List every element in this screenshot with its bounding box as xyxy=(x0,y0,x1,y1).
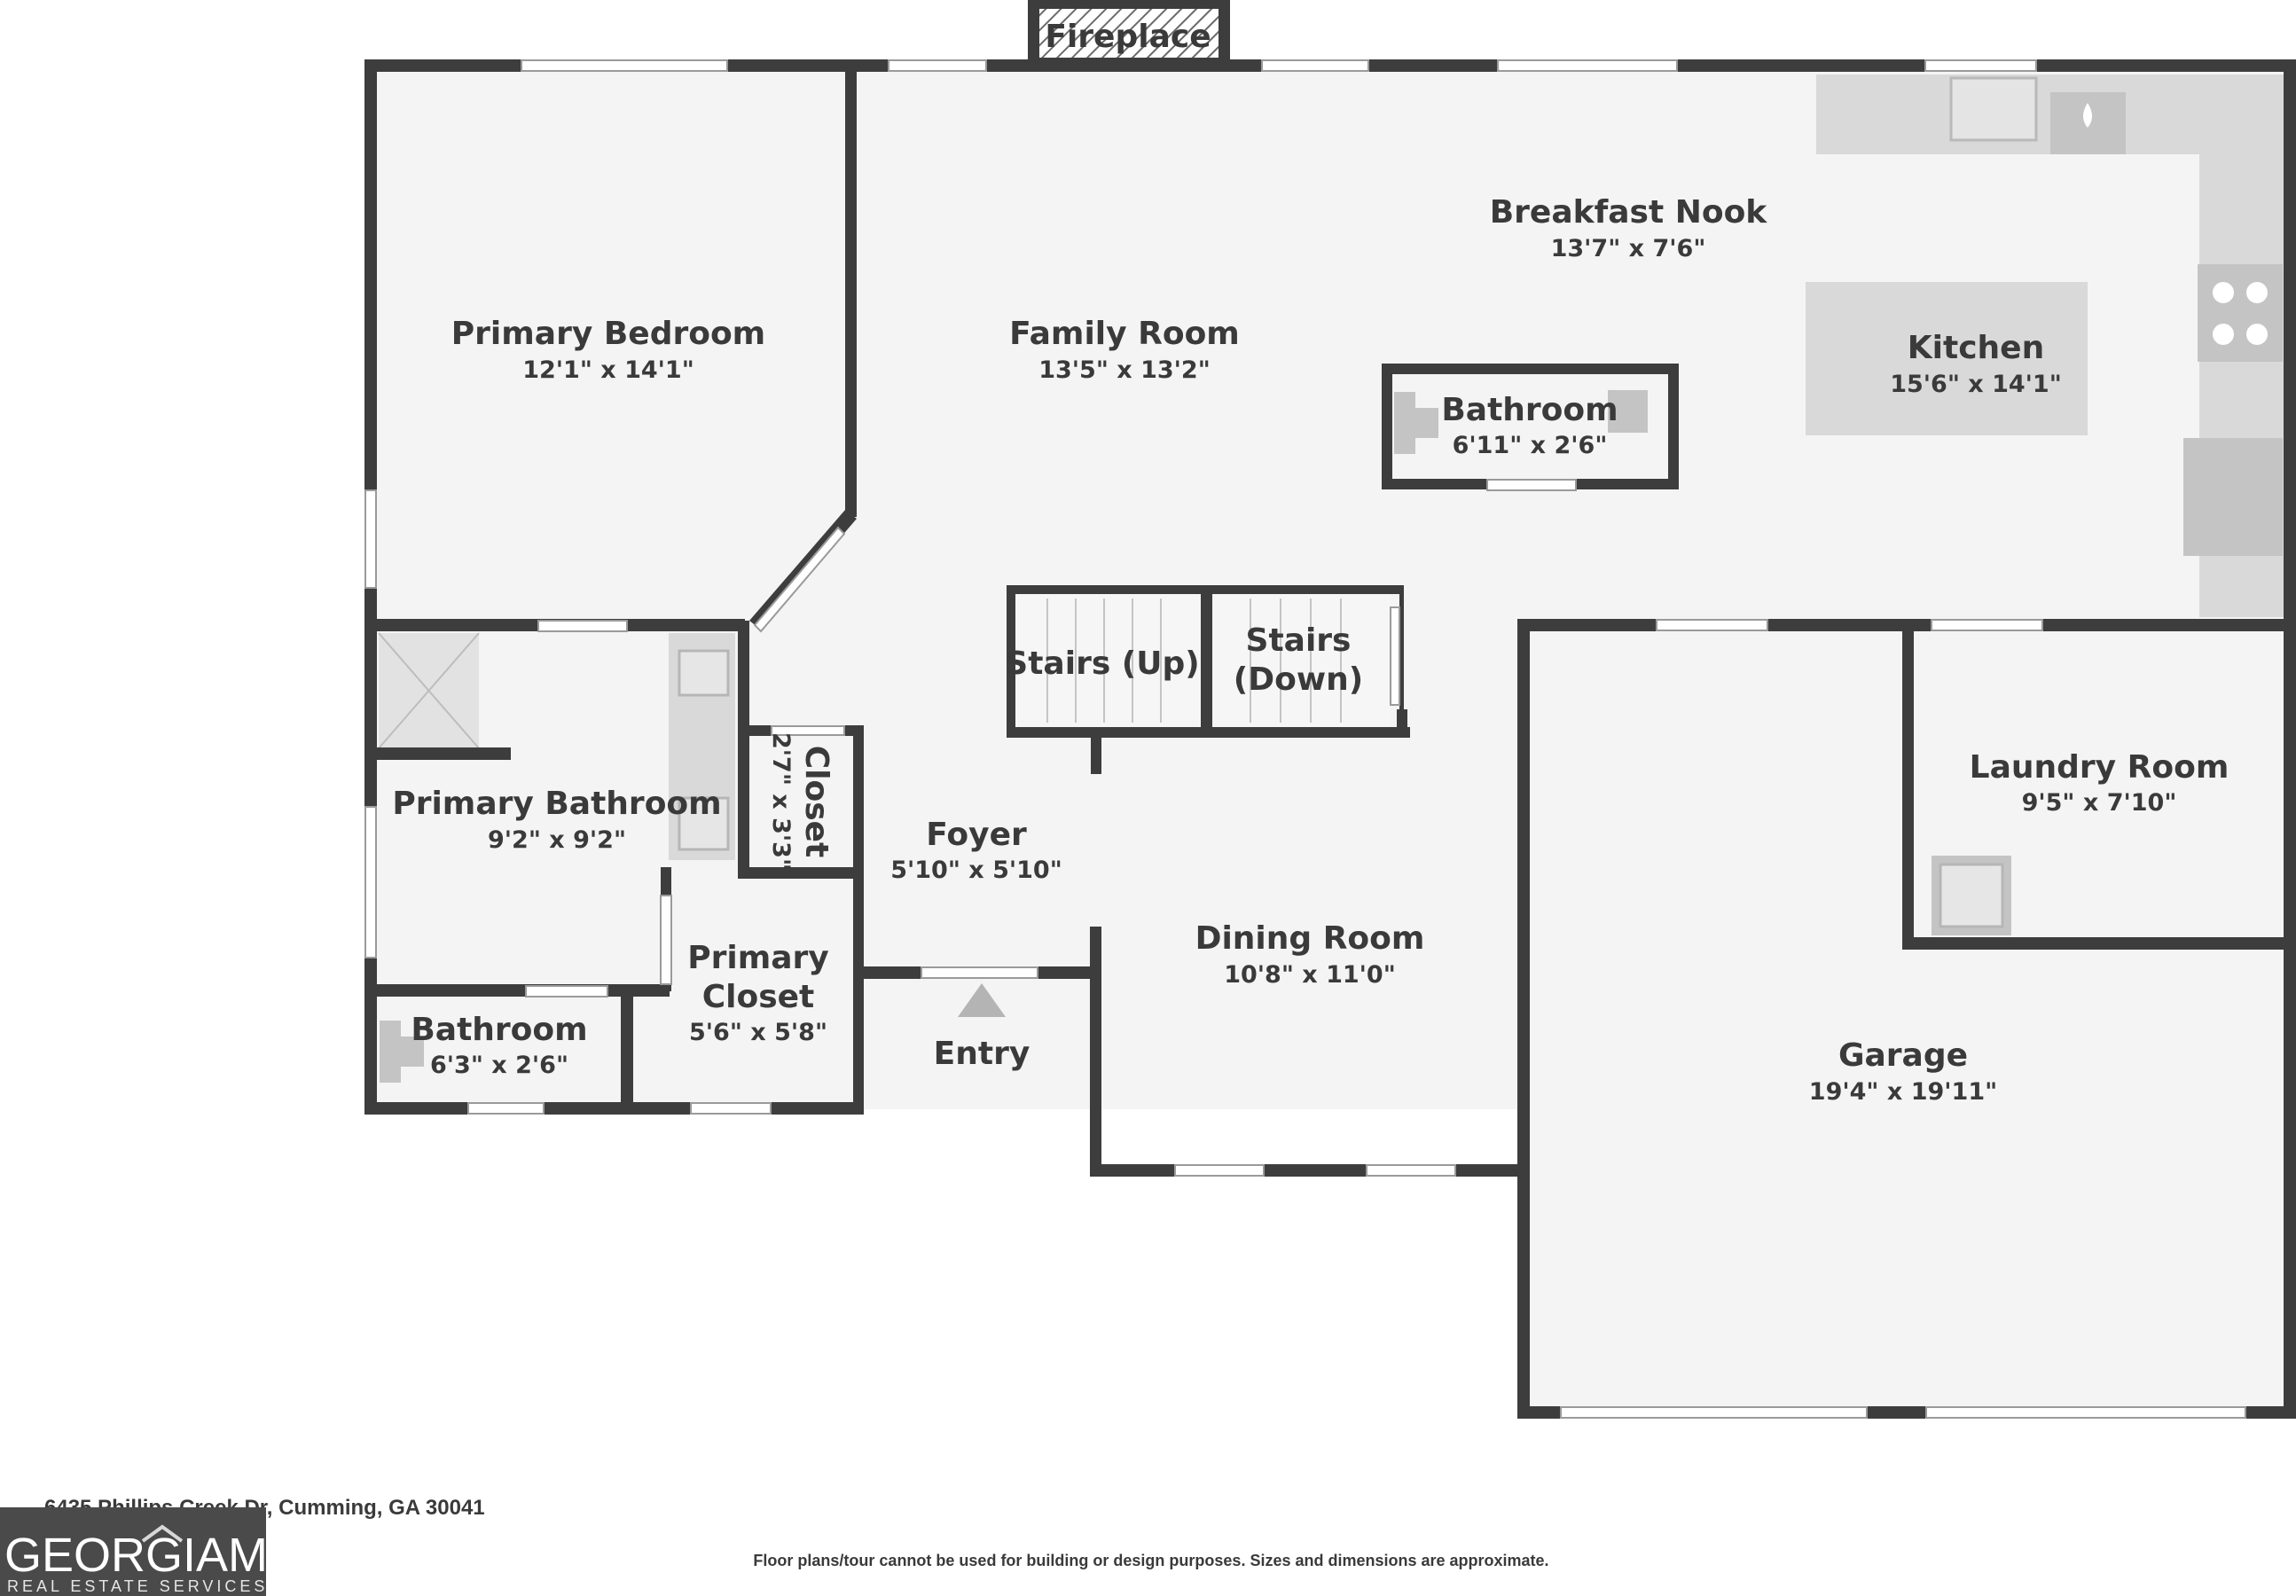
stairs-down-label-line2: (Down) xyxy=(1234,661,1363,698)
kitchen-island xyxy=(1806,282,2088,435)
toilet-icon xyxy=(1394,392,1438,454)
roof-icon xyxy=(141,1524,184,1543)
water-drop-icon xyxy=(2083,103,2092,128)
bathroom-dim: 6'3" x 2'6" xyxy=(430,1052,568,1079)
foyer-label: Foyer xyxy=(926,817,1027,853)
vanity-sink-icon xyxy=(678,796,730,851)
room-labels: Fireplace Primary Bedroom 12'1" x 14'1" … xyxy=(392,19,2229,1106)
fridge-icon xyxy=(2183,438,2283,556)
breakfast-nook-dim: 13'7" x 7'6" xyxy=(1551,235,1706,262)
half-bath-dim: 6'11" x 2'6" xyxy=(1453,432,1608,459)
primary-bedroom-label: Primary Bedroom xyxy=(451,316,765,352)
kitchen-fixtures xyxy=(1806,74,2284,617)
primary-closet-dim: 5'6" x 5'8" xyxy=(689,1019,827,1046)
closet-dim: 2'7" x 3'3" xyxy=(767,732,795,871)
sink-icon xyxy=(1608,390,1648,433)
laundry-room-dim: 9'5" x 7'10" xyxy=(2022,789,2177,817)
georgia-mls-logo: GEORGIAMLS REAL ESTATE SERVICES xyxy=(0,1507,326,1596)
dining-room-dim: 10'8" x 11'0" xyxy=(1224,961,1396,989)
bathroom-label: Bathroom xyxy=(411,1012,587,1048)
kitchen-label: Kitchen xyxy=(1908,330,2044,366)
half-bath-label: Bathroom xyxy=(1441,392,1618,428)
primary-bedroom-dim: 12'1" x 14'1" xyxy=(522,356,694,384)
kitchen-dim: 15'6" x 14'1" xyxy=(1890,371,2062,398)
family-room-dim: 13'5" x 13'2" xyxy=(1038,356,1211,384)
stairs xyxy=(1010,594,1391,727)
garage-label: Garage xyxy=(1838,1037,1968,1074)
dining-room-label: Dining Room xyxy=(1195,920,1425,957)
primary-bathroom-dim: 9'2" x 9'2" xyxy=(488,826,626,854)
primary-closet-label-line1: Primary xyxy=(687,940,829,976)
logo-background xyxy=(0,1507,266,1596)
toilet-icon xyxy=(380,1021,424,1083)
logo-text: GEORGIAMLS xyxy=(4,1529,326,1582)
primary-bathroom-label: Primary Bathroom xyxy=(392,786,721,822)
disclaimer: Floor plans/tour cannot be used for buil… xyxy=(753,1552,1548,1569)
stairs-down-label-line1: Stairs xyxy=(1246,622,1352,659)
floor-areas xyxy=(371,69,2285,1412)
windows xyxy=(364,59,2246,1419)
primary-closet-label-line2: Closet xyxy=(702,979,815,1015)
fireplace-label: Fireplace xyxy=(1045,19,1211,55)
entry-label: Entry xyxy=(934,1036,1030,1072)
stove-icon xyxy=(2198,264,2283,362)
laundry-room-label: Laundry Room xyxy=(1970,749,2229,786)
closet-label: Closet xyxy=(798,746,835,858)
garage-dim: 19'4" x 19'11" xyxy=(1809,1078,1997,1106)
half-bath-fixtures xyxy=(1394,390,1648,454)
breakfast-nook-label: Breakfast Nook xyxy=(1490,194,1768,231)
family-room-label: Family Room xyxy=(1009,316,1240,352)
primary-bath-fixtures xyxy=(378,632,735,1083)
foyer-dim: 5'10" x 5'10" xyxy=(890,857,1062,884)
stairs-up-label: Stairs (Up) xyxy=(1005,645,1199,682)
fireplace xyxy=(1039,9,1219,58)
entry-arrow-icon xyxy=(958,983,1006,1017)
vanity-sink-icon xyxy=(678,649,730,697)
kitchen-sink-icon xyxy=(1949,76,2038,142)
logo-subtext: REAL ESTATE SERVICES xyxy=(7,1577,268,1595)
